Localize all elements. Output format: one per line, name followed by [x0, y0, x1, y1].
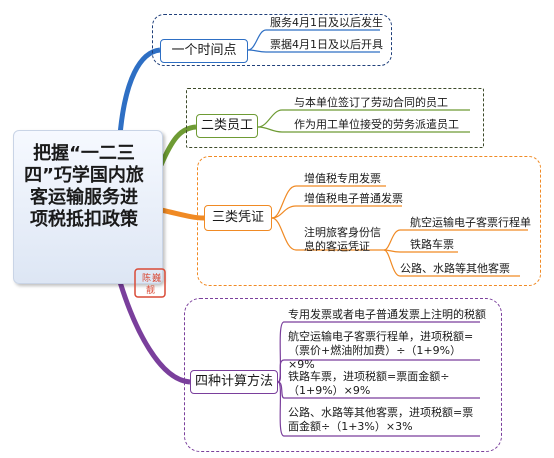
branch4-item-3: 铁路车票，进项税额=票面金额÷（1+9%）×9% [288, 370, 450, 397]
group-branch1 [152, 14, 392, 66]
branch3-subitem-1: 航空运输电子客票行程单 [410, 216, 531, 229]
branch4-item-2: 航空运输电子客票行程单，进项税额=（票价+燃油附加费）÷（1+9%）×9% [288, 330, 474, 371]
branch4-item-4: 公路、水路等其他客票，进项税额=票面金额÷（1+3%）×3% [288, 406, 474, 433]
branch-calc-methods-label: 四种计算方法 [194, 374, 273, 389]
svg-text:巍: 巍 [152, 273, 161, 284]
branch1-item-1: 服务4月1日及以后发生 [270, 16, 383, 29]
root-title: 把握“一二三四”巧学国内旅客运输服务进项税抵扣政策 [24, 143, 144, 230]
connector-branch2 [158, 124, 197, 167]
branch3-item-3: 注明旅客身份信息的客运凭证 [304, 226, 381, 253]
branch1-item-2: 票据4月1日及以后开具 [270, 38, 383, 51]
connector-branch4 [117, 281, 191, 385]
svg-text:靓: 靓 [146, 284, 155, 296]
branch2-item-1: 与本单位签订了劳动合同的员工 [294, 96, 448, 109]
branch2-item-2: 作为用工单位接受的劳务派遣员工 [294, 118, 459, 131]
group-branch2 [186, 88, 484, 148]
connector-branch3 [160, 207, 205, 221]
branch4-item-1: 专用发票或者电子普通发票上注明的税额 [288, 308, 486, 321]
svg-text:陈: 陈 [142, 272, 151, 284]
branch3-subitem-2: 铁路车票 [410, 238, 454, 251]
connector-branch1 [117, 47, 161, 136]
branch3-item-1: 增值税专用发票 [304, 172, 381, 185]
group-branch4 [184, 298, 502, 452]
branch-vouchers-label: 三类凭证 [211, 210, 264, 225]
branch3-item-2: 增值税电子普通发票 [304, 192, 403, 205]
branch3-subitem-3: 公路、水路等其他客票 [400, 262, 510, 275]
branch-time-point-label: 一个时间点 [171, 43, 237, 58]
branch-employees[interactable]: 二类员工 [196, 114, 258, 138]
root-topic[interactable]: 把握“一二三四”巧学国内旅客运输服务进项税抵扣政策 [13, 130, 163, 284]
group-branch3 [197, 156, 541, 286]
seal-stamp-icon: 陈 巍 靓 [134, 268, 166, 298]
branch-employees-label: 二类员工 [200, 118, 253, 133]
branch-vouchers[interactable]: 三类凭证 [204, 205, 272, 231]
branch-time-point[interactable]: 一个时间点 [160, 39, 248, 63]
branch-calc-methods[interactable]: 四种计算方法 [190, 370, 278, 394]
